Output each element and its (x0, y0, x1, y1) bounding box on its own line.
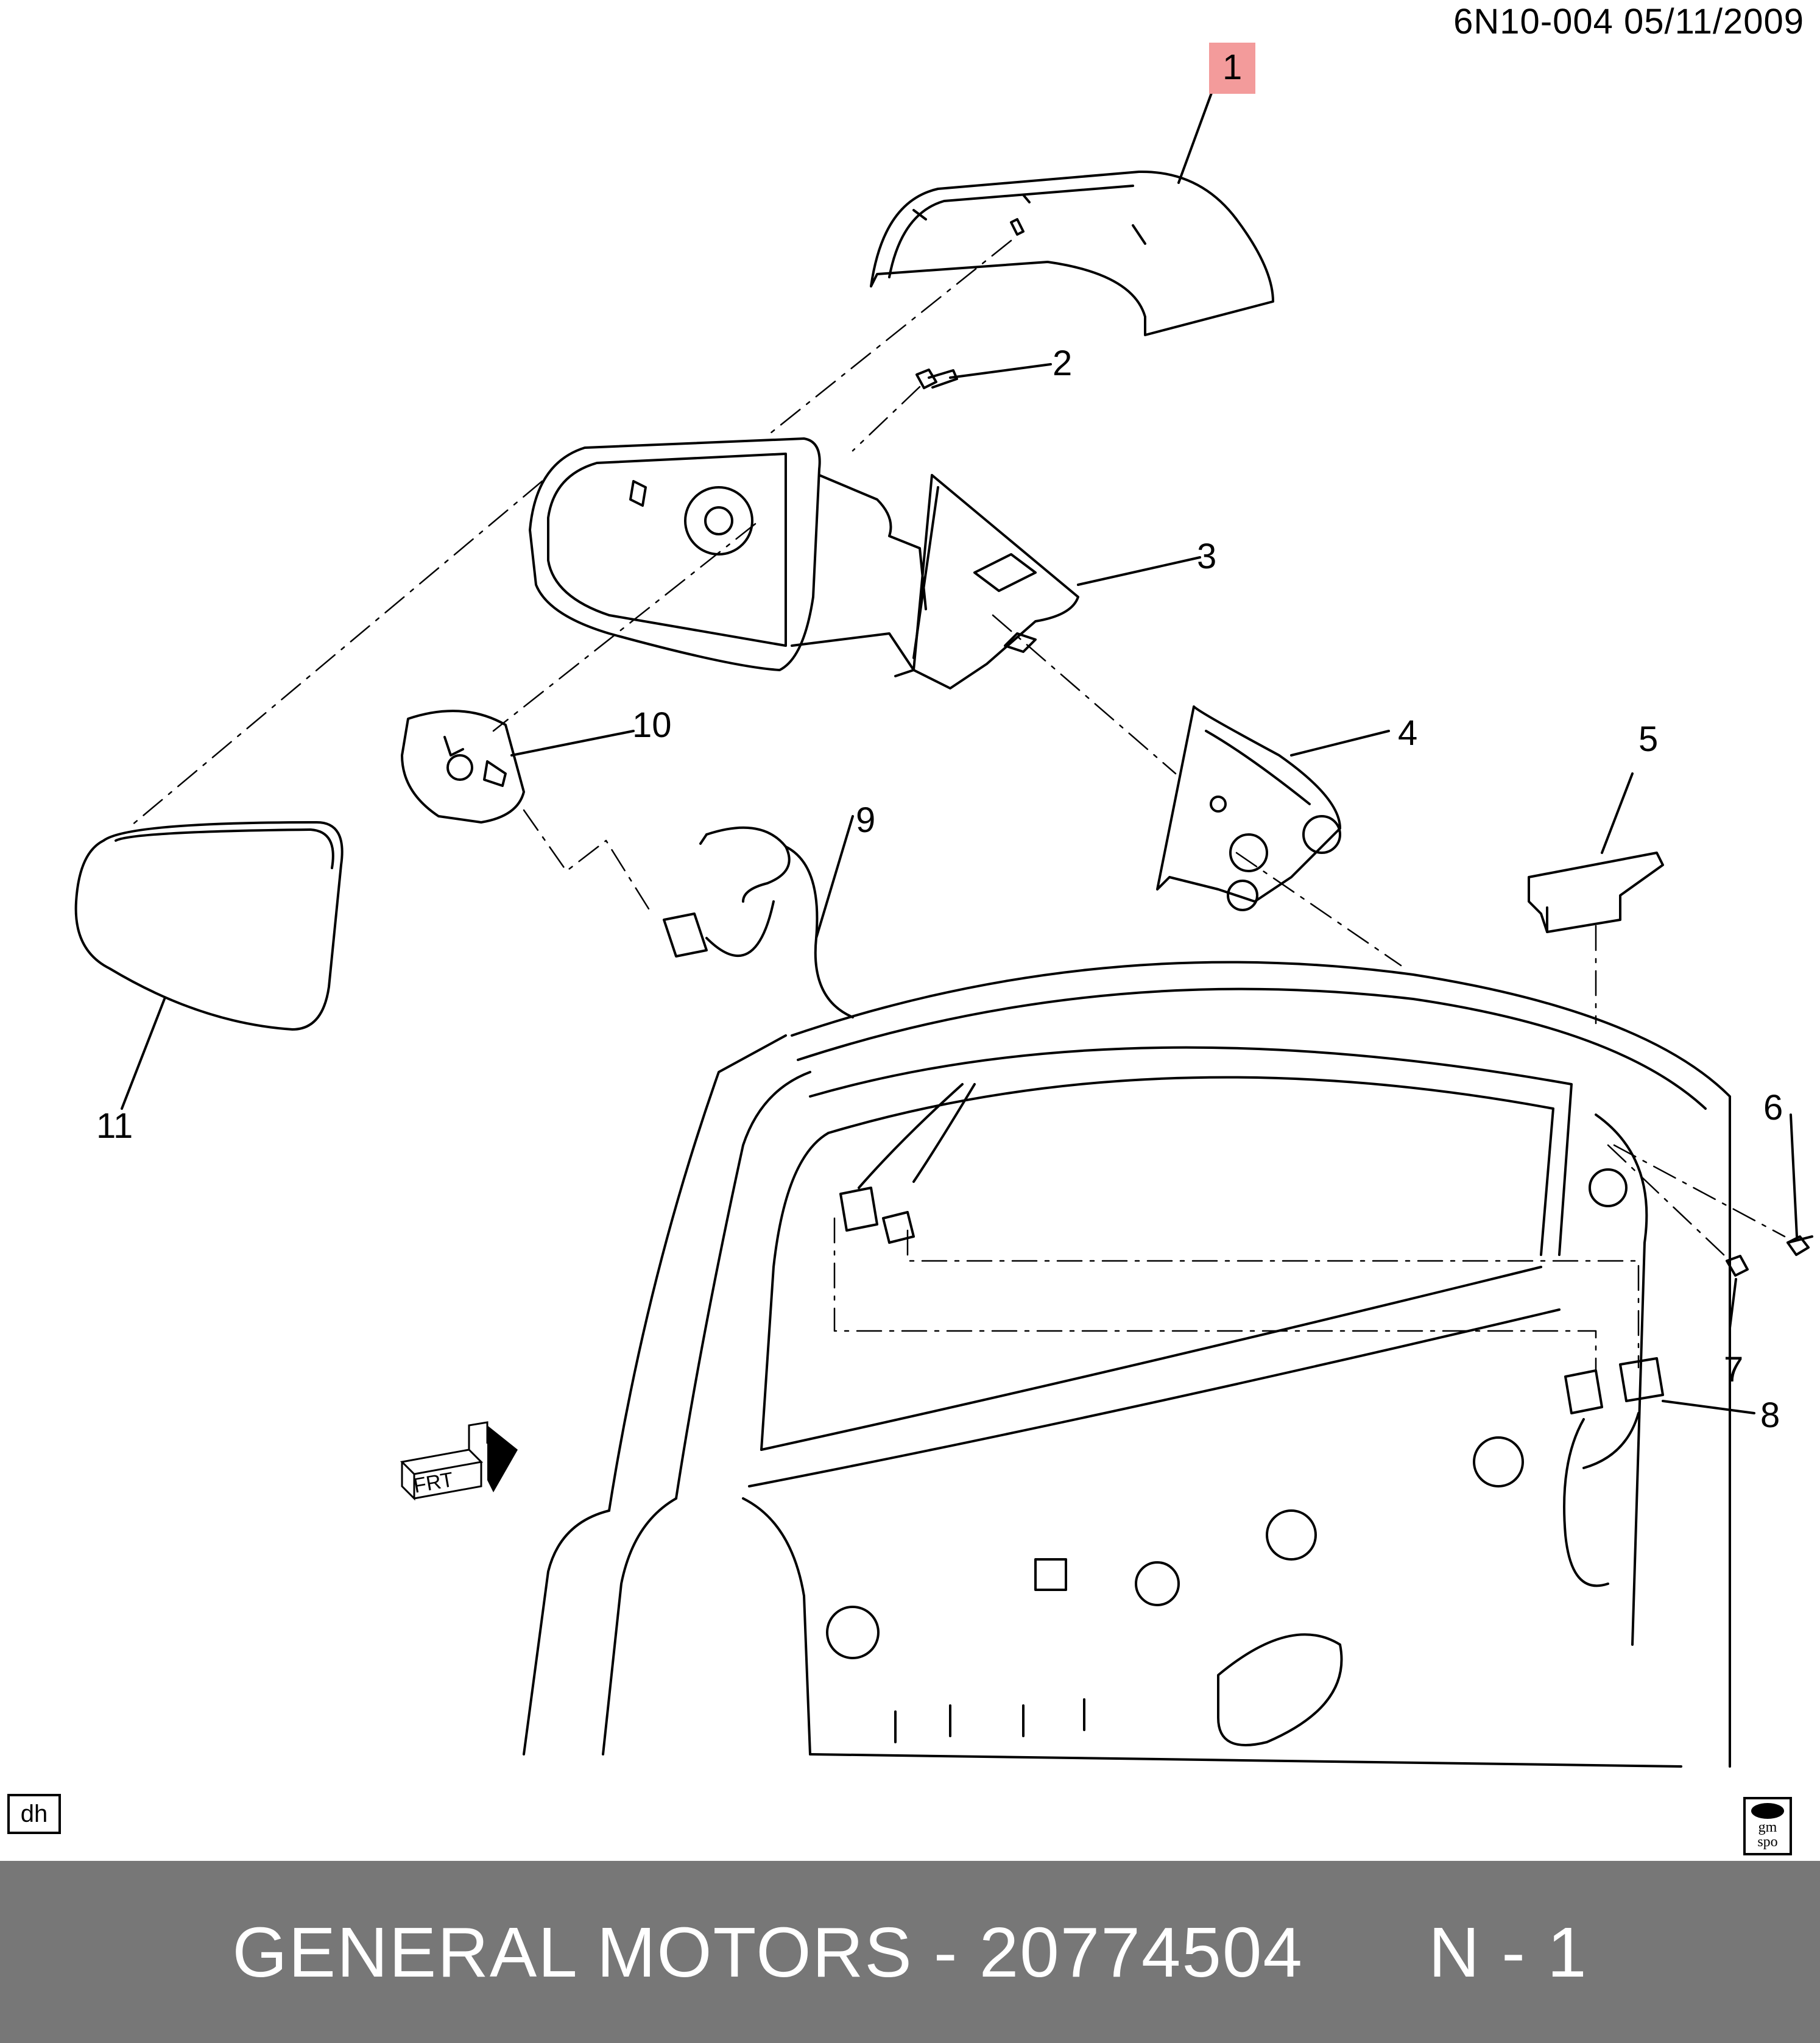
leader-cover-to-housing (766, 239, 1012, 437)
callout-9: 9 (856, 800, 876, 840)
callout-8: 8 (1760, 1396, 1780, 1435)
callout-6: 6 (1763, 1088, 1783, 1127)
logo-line-2: spo (1757, 1834, 1778, 1850)
callout-4: 4 (1398, 713, 1418, 753)
footer-text: GENERAL MOTORS - 20774504 N - 1 (232, 1912, 1588, 1992)
callout-1: 1 (1209, 43, 1256, 94)
logo-line-1: gm (1758, 1819, 1777, 1835)
bolt-part-6 (1786, 1113, 1813, 1256)
pad-part (1528, 772, 1664, 933)
leader-bolt-7 (1607, 1144, 1725, 1256)
corner-tag: dh (7, 1794, 61, 1834)
wiring-harness-part (663, 815, 854, 1018)
mirror-bracket-part (1156, 705, 1390, 911)
callout-2: 2 (1053, 344, 1073, 383)
callout-10: 10 (632, 705, 672, 745)
mirror-cover-part (870, 170, 1274, 336)
mirror-glass-part (74, 821, 344, 1110)
callout-11: 11 (96, 1106, 133, 1146)
callout-5: 5 (1638, 719, 1659, 759)
front-direction-icon: FRT (396, 1413, 518, 1508)
leader-connector-b (906, 1229, 1640, 1369)
logo-oval-icon (1751, 1803, 1784, 1819)
exploded-view-drawing (74, 90, 1813, 1768)
callout-3: 3 (1197, 537, 1217, 576)
mirror-actuator-part (401, 710, 635, 824)
leader-gasket-to-door (1235, 852, 1402, 967)
gm-spo-logo: gm spo (1743, 1797, 1792, 1855)
screw-part (915, 363, 1052, 389)
callout-7: 7 (1724, 1350, 1744, 1389)
mirror-housing-part (529, 437, 1201, 690)
leader-bracket (992, 614, 1177, 775)
harness-connector-part (1563, 1357, 1755, 1587)
leader-1 (1177, 90, 1213, 184)
leader-connector-harness (523, 809, 653, 915)
leader-screw-to-housing (852, 386, 921, 452)
leader-bolt-6 (1613, 1144, 1786, 1238)
door-frame (523, 961, 1731, 1768)
leader-housing-to-glass (127, 480, 543, 830)
leader-connector-a (833, 1217, 1597, 1372)
footer-banner: GENERAL MOTORS - 20774504 N - 1 (0, 1861, 1820, 2043)
leader-actuator (492, 523, 757, 732)
drawing-code: 6N10-004 05/11/2009 (1453, 2, 1804, 41)
